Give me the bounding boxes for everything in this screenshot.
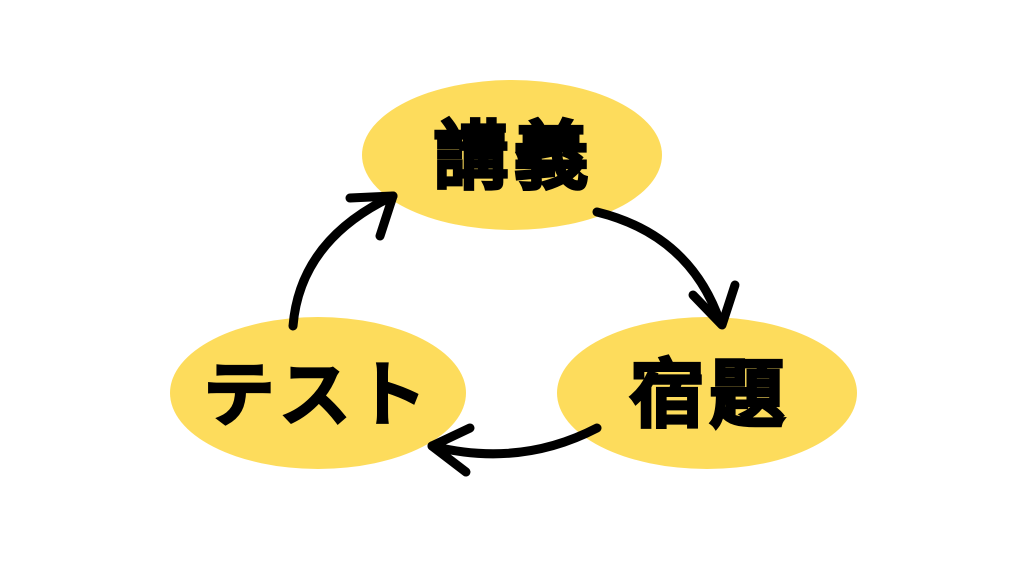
arrow-homework-to-test (427, 423, 602, 477)
node-lecture-shape (362, 80, 662, 230)
node-lecture-label: 講義 (433, 114, 594, 200)
arrow-lecture-to-homework (592, 207, 740, 330)
node-homework-label: 宿題 (629, 352, 790, 438)
node-homework-shape (557, 317, 857, 469)
arrow-test-to-lecture (288, 191, 398, 331)
node-test-label: テスト (203, 354, 432, 436)
node-test-shape (170, 317, 466, 469)
